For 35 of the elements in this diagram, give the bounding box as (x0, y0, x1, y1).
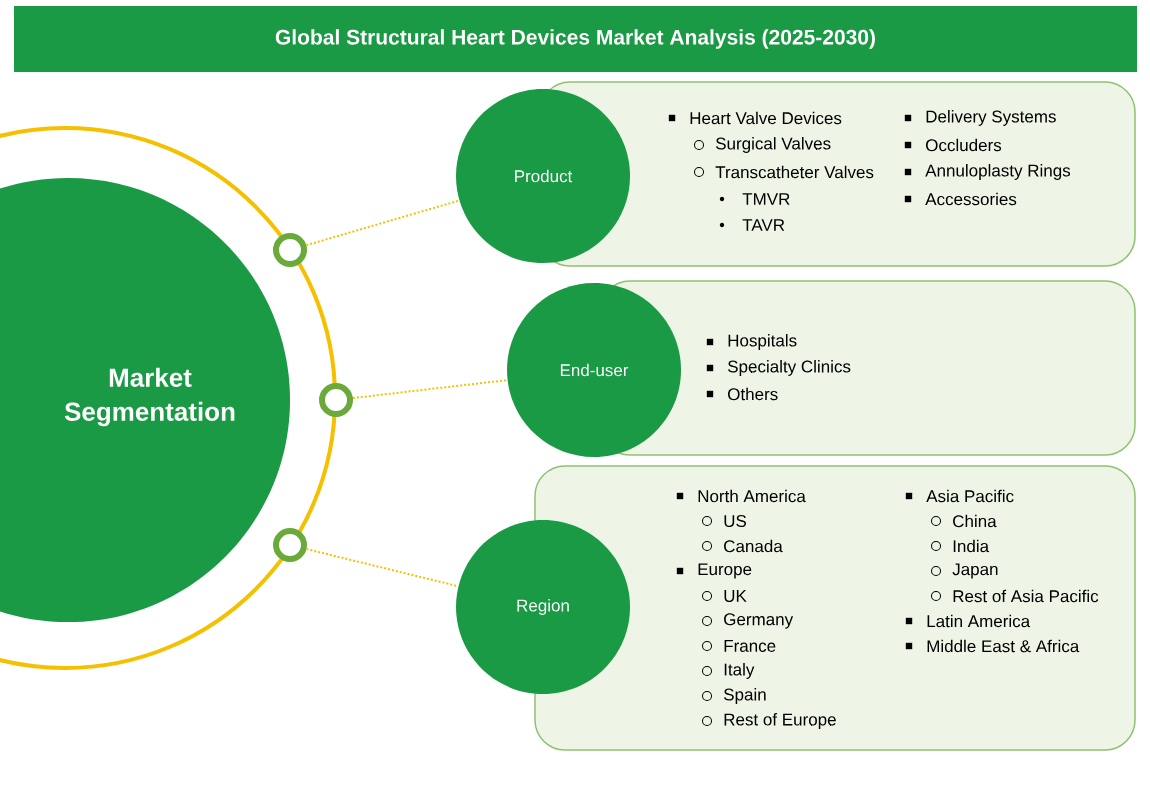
list-item: China (931, 514, 997, 528)
list-item: Hospitals (706, 334, 797, 350)
list-item: Middle East & Africa (905, 639, 1080, 653)
ring (319, 383, 353, 417)
list-item: Specialty Clinics (706, 360, 851, 376)
list-item: Europe (676, 563, 752, 579)
ring (273, 528, 307, 562)
list-item: North America (676, 489, 806, 503)
list-item: Accessories (904, 192, 1017, 206)
list-item: Germany (702, 613, 794, 629)
list-item: Asia Pacific (905, 489, 1014, 503)
list-item: UK (702, 590, 747, 602)
list-item: Heart Valve Devices (668, 111, 842, 125)
list-item: Annuloplasty Rings (904, 164, 1071, 180)
list-item: US (702, 515, 747, 527)
list-item: Latin America (905, 614, 1031, 628)
list-item: Italy (702, 663, 755, 679)
list-item: Canada (702, 539, 783, 553)
connector (305, 199, 461, 247)
list-item: Delivery Systems (904, 110, 1056, 126)
list-item: Rest of Europe (702, 713, 836, 729)
list-item: France (702, 640, 776, 652)
list-item: Surgical Valves (694, 137, 831, 153)
list-item: Transcatheter Valves (694, 165, 874, 179)
list-item: Occluders (904, 138, 1002, 152)
list-item: Spain (702, 688, 766, 704)
list-item: Others (706, 387, 778, 401)
list-item: TAVR (719, 219, 785, 231)
title-banner: Global Structural Heart Devices Market Analysis (2025-2030) (14, 6, 1137, 72)
list-item: Japan (931, 563, 998, 579)
list-item: Rest of Asia Pacific (931, 589, 1099, 603)
list-item: India (931, 539, 990, 553)
list-item: TMVR (719, 193, 790, 205)
ring (273, 233, 307, 267)
connector (351, 379, 509, 400)
